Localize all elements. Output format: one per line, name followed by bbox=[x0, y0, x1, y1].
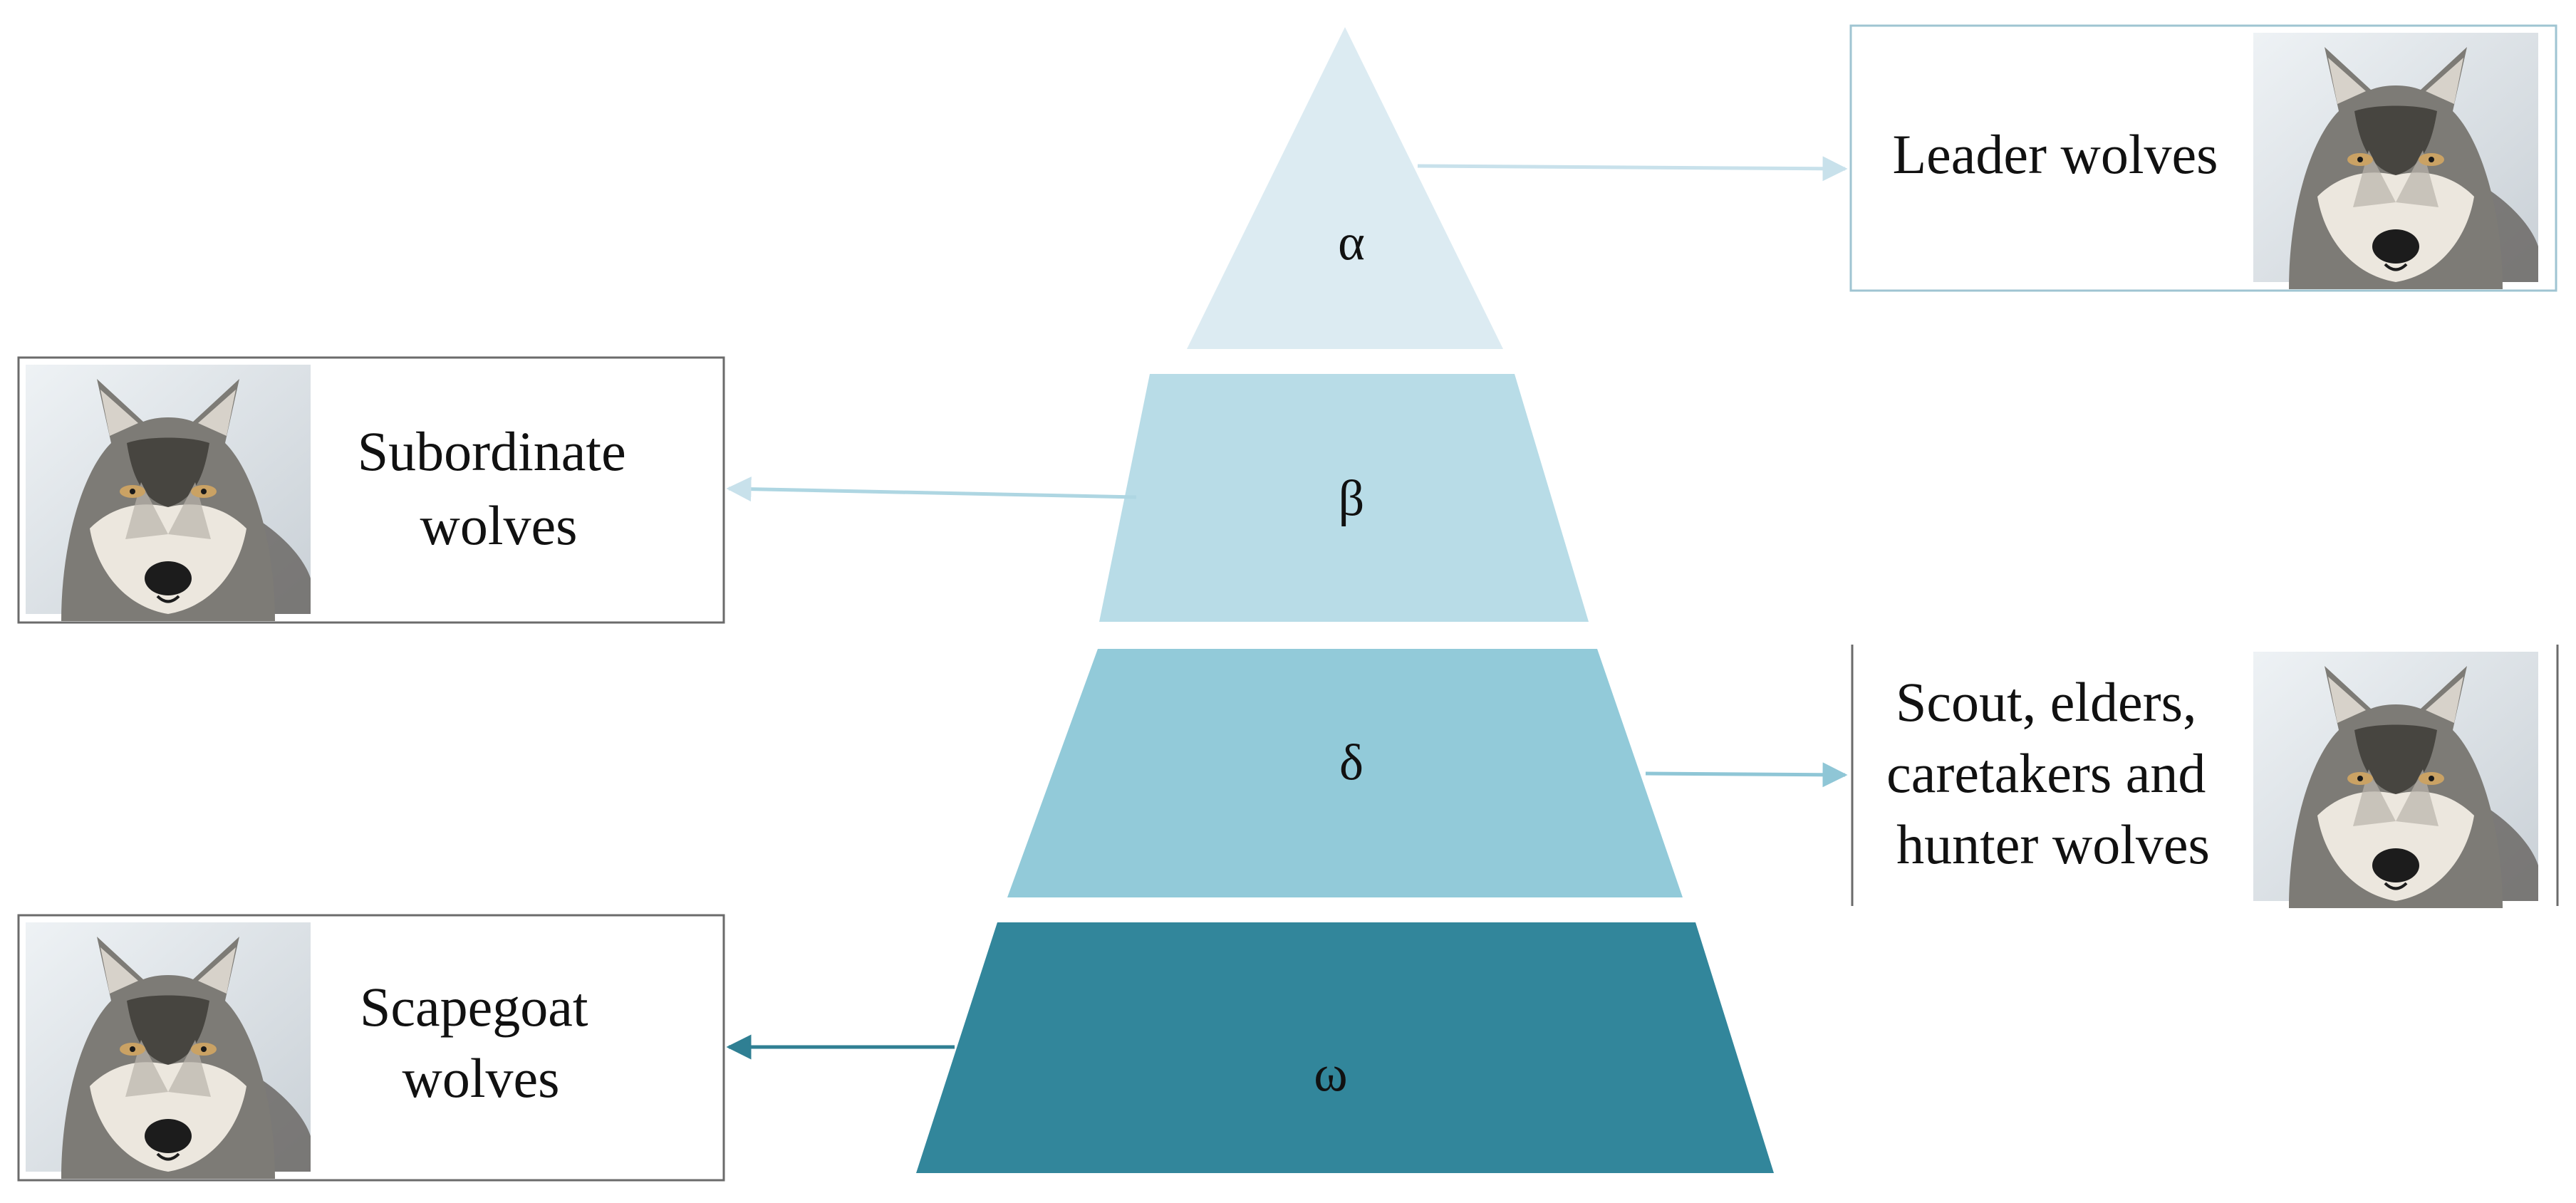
scapegoat-wolves-line-1: Scapegoat bbox=[360, 976, 588, 1038]
delta-symbol: δ bbox=[1339, 734, 1364, 791]
wolf-portrait-icon bbox=[24, 363, 312, 623]
wolf-portrait-icon bbox=[24, 921, 312, 1180]
arrow-alpha-to-leader bbox=[1417, 156, 1848, 182]
leader-wolves-line-1: Leader wolves bbox=[1893, 123, 2218, 185]
beta-symbol: β bbox=[1339, 470, 1365, 527]
pyramid-level-omega bbox=[916, 922, 1774, 1173]
wolf-portrait-icon bbox=[2252, 650, 2540, 910]
wolf-portrait-icon bbox=[2252, 31, 2540, 291]
scout-wolves-line-3: hunter wolves bbox=[1896, 813, 2210, 875]
subordinate-wolves-line-2: wolves bbox=[420, 494, 578, 556]
scout-wolves-line-2: caretakers and bbox=[1886, 742, 2206, 804]
leader-wolves-label: Leader wolves bbox=[1893, 123, 2218, 185]
subordinate-wolves-label: Subordinate wolves bbox=[358, 420, 640, 556]
scout-wolves-line-1: Scout, elders, bbox=[1896, 671, 2196, 733]
pyramid-level-alpha bbox=[1187, 27, 1503, 349]
arrow-beta-to-subordinate bbox=[726, 476, 1137, 502]
pyramid-level-delta bbox=[1007, 649, 1683, 897]
scapegoat-wolves-line-2: wolves bbox=[402, 1047, 560, 1109]
omega-symbol: ω bbox=[1314, 1046, 1347, 1103]
subordinate-wolves-line-1: Subordinate bbox=[358, 420, 626, 482]
pyramid-level-beta bbox=[1099, 374, 1589, 622]
arrow-delta-to-scout bbox=[1645, 762, 1848, 788]
scout-wolves-label: Scout, elders, caretakers and hunter wol… bbox=[1886, 671, 2220, 875]
alpha-symbol: α bbox=[1338, 214, 1365, 271]
scapegoat-wolves-label: Scapegoat wolves bbox=[360, 976, 602, 1109]
